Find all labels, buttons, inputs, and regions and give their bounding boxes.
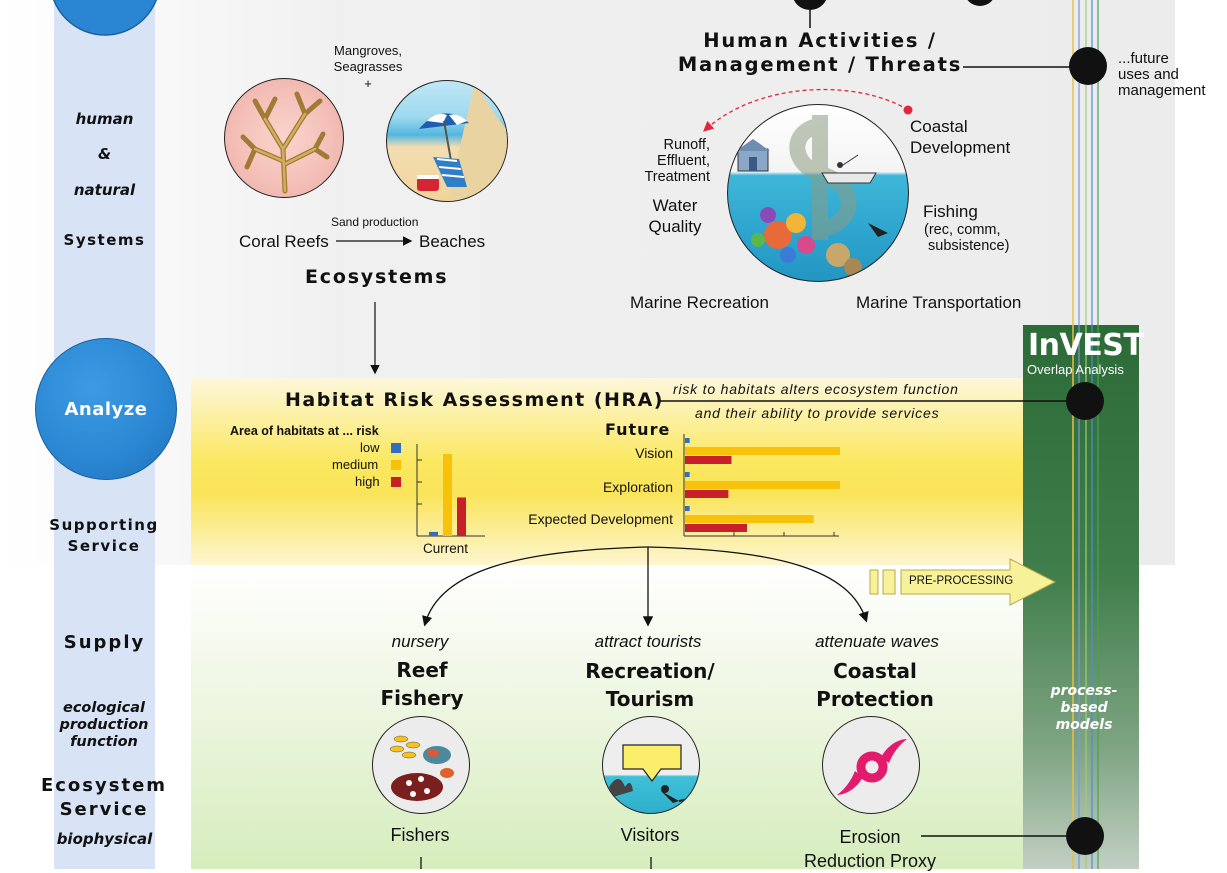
fishing-label: Fishing xyxy=(923,202,978,221)
label-supporting-service: Supporting Service xyxy=(49,516,159,555)
sand-production-label: Sand production xyxy=(331,215,419,229)
fish-icon xyxy=(389,735,454,801)
legend-medium-swatch xyxy=(391,460,401,470)
water-quality-label: Water Quality xyxy=(648,196,702,236)
beaches-label: Beaches xyxy=(419,232,486,251)
coastal-protection-function: attenuate waves xyxy=(815,632,939,651)
erosion-reduction-proxy-label: Erosion Reduction Proxy xyxy=(803,827,937,871)
fishers-label: Fishers xyxy=(390,825,450,845)
future-bar-medium xyxy=(685,447,840,455)
future-category-expected-development: Expected Development xyxy=(528,511,673,527)
coastal-development-label: Coastal Development xyxy=(910,117,1011,157)
fishing-types-label: (rec, comm, subsistence) xyxy=(924,222,1010,254)
future-chart-title: Future xyxy=(605,420,671,439)
human-activities-image xyxy=(727,104,909,282)
supply-band xyxy=(191,565,1029,869)
hra-title: Habitat Risk Assessment (HRA) xyxy=(285,389,664,411)
top-dot-2 xyxy=(967,0,993,6)
label-ecological-production-function: ecological production function xyxy=(59,700,149,750)
storm-image xyxy=(822,716,920,814)
ecosystems-title: Ecosystems xyxy=(305,266,449,288)
visitors-image xyxy=(602,716,700,814)
process-based-models-label: process- based models xyxy=(1050,683,1118,733)
reef-fishery-title: Reef Fishery xyxy=(380,658,464,710)
coral-reefs-label: Coral Reefs xyxy=(239,232,329,251)
hurricane-icon xyxy=(837,739,907,795)
future-category-vision: Vision xyxy=(635,445,673,461)
analyze-circle[interactable]: Analyze xyxy=(35,338,177,480)
analyze-label: Analyze xyxy=(64,399,148,420)
recreation-title: Recreation/ Tourism xyxy=(585,659,715,711)
label-supply: Supply xyxy=(63,632,146,653)
future-bar-high xyxy=(685,456,732,464)
current-bar-high xyxy=(457,497,466,536)
label-systems: Systems xyxy=(63,231,146,249)
hra-note-line2: and their ability to provide services xyxy=(695,405,940,421)
future-bar-low xyxy=(685,438,690,443)
future-uses-label: ...future uses and management xyxy=(1118,50,1206,99)
legend-high-label: high xyxy=(355,474,380,489)
beach-umbrella-icon xyxy=(417,81,507,201)
legend-medium-label: medium xyxy=(332,457,379,472)
hra-note-line1: risk to habitats alters ecosystem functi… xyxy=(673,381,959,397)
legend-low-label: low xyxy=(360,440,380,455)
future-bar-medium xyxy=(685,515,814,523)
hra-band xyxy=(191,378,1029,565)
invest-subtitle: Overlap Analysis xyxy=(1027,362,1124,377)
future-bar-low xyxy=(685,472,690,477)
current-chart-title: Area of habitats at ... risk xyxy=(230,424,379,438)
current-category-label: Current xyxy=(423,541,469,556)
dot-erosion xyxy=(1066,817,1104,855)
top-blue-circle xyxy=(52,0,158,36)
reef-fishery-function: nursery xyxy=(391,632,449,651)
future-risk-chart xyxy=(683,434,840,537)
reef-fish-image xyxy=(372,716,470,814)
coastal-activities-icon xyxy=(736,115,888,276)
future-bar-high xyxy=(685,490,729,498)
label-amp: & xyxy=(97,145,112,163)
invest-title: InVEST xyxy=(1028,328,1144,363)
future-category-exploration: Exploration xyxy=(602,479,673,495)
legend-low-swatch xyxy=(391,443,401,453)
future-bar-low xyxy=(685,506,690,511)
runoff-label: Runoff, Effluent, Treatment xyxy=(644,137,710,185)
dot-hra xyxy=(1066,382,1104,420)
pre-processing-arrow xyxy=(900,558,1057,606)
label-biophysical: biophysical xyxy=(56,830,153,848)
marine-recreation-label: Marine Recreation xyxy=(630,293,769,312)
beach-image xyxy=(386,80,508,202)
visitors-label: Visitors xyxy=(620,825,680,845)
pre-processing-label: PRE-PROCESSING xyxy=(909,575,1014,587)
current-risk-chart xyxy=(416,444,485,537)
marine-transportation-label: Marine Transportation xyxy=(856,293,1022,312)
legend-high-swatch xyxy=(391,477,401,487)
current-bar-medium xyxy=(443,454,452,536)
tourist-icon xyxy=(609,744,690,803)
mangroves-seagrasses-label: Mangroves, Seagrasses xyxy=(333,43,403,74)
plus-sign: + xyxy=(364,76,372,91)
dot-future-uses xyxy=(1069,47,1107,85)
future-bar-medium xyxy=(685,481,840,489)
label-ecosystem-service: Ecosystem Service xyxy=(40,775,168,820)
current-bar-low xyxy=(429,531,438,536)
coral-reef-image xyxy=(224,78,344,198)
top-dot-1 xyxy=(793,0,827,10)
future-bar-high xyxy=(685,524,747,532)
recreation-function: attract tourists xyxy=(594,632,702,651)
coral-icon xyxy=(240,91,330,194)
human-activities-title: Human Activities / Management / Threats xyxy=(677,29,963,76)
label-human: human xyxy=(75,110,134,128)
label-natural: natural xyxy=(73,181,136,199)
coastal-protection-title: Coastal Protection xyxy=(816,659,934,711)
